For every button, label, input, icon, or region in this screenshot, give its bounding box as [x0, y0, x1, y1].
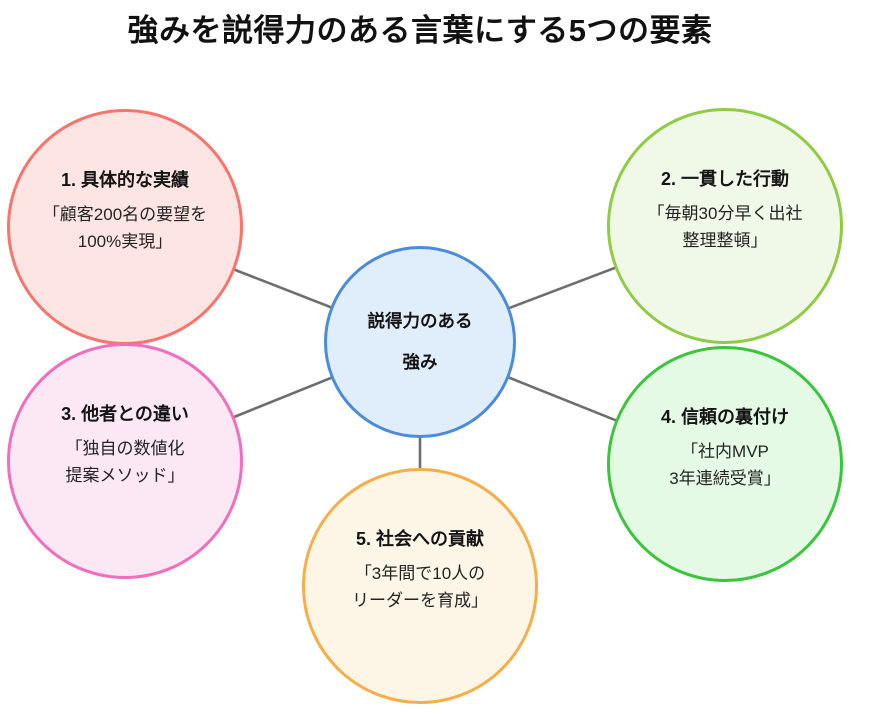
center-node-label-line2: 強み — [402, 352, 438, 372]
node-backing-of-trust-body: 「社内MVP 3年連続受賞」 — [661, 438, 789, 492]
node-backing-of-trust-circle: 4. 信頼の裏付け 「社内MVP 3年連続受賞」 — [607, 346, 843, 582]
center-node-circle: 説得力のある 強み — [324, 246, 516, 438]
node-backing-of-trust-body-line2: 3年連続受賞」 — [669, 468, 781, 488]
center-node-label-line1: 説得力のある — [367, 311, 473, 331]
node-difference-from-others-content: 3. 他者との違い 「独自の数値化 提案メソッド」 — [61, 402, 189, 489]
node-difference-from-others-body: 「独自の数値化 提案メソッド」 — [61, 435, 189, 489]
node-difference-from-others-circle: 3. 他者との違い 「独自の数値化 提案メソッド」 — [7, 343, 243, 579]
node-concrete-results-title: 1. 具体的な実績 — [60, 169, 189, 190]
node-social-contribution-body-line2: リーダーを育成」 — [352, 590, 488, 610]
diagram-title: 強みを説得力のある言葉にする5つの要素 — [127, 13, 713, 48]
node-difference-from-others-body-line2: 提案メソッド」 — [65, 465, 185, 485]
node-concrete-results-content: 1. 具体的な実績 「顧客200名の要望を 100%実現」 — [43, 168, 207, 255]
node-consistent-action-title: 2. 一貫した行動 — [660, 168, 789, 189]
node-consistent-action-body-line1: 「毎朝30分早く出社 — [647, 203, 803, 223]
node-consistent-action-body-line2: 整理整頓」 — [682, 230, 768, 250]
node-social-contribution-content: 5. 社会への貢献 「3年間で10人の リーダーを育成」 — [352, 527, 488, 614]
node-consistent-action-body: 「毎朝30分早く出社 整理整頓」 — [648, 200, 803, 254]
node-consistent-action-circle: 2. 一貫した行動 「毎朝30分早く出社 整理整頓」 — [607, 108, 843, 344]
node-difference-from-others-body-line1: 「独自の数値化 — [65, 438, 185, 458]
node-concrete-results-circle: 1. 具体的な実績 「顧客200名の要望を 100%実現」 — [7, 109, 243, 345]
node-consistent-action-content: 2. 一貫した行動 「毎朝30分早く出社 整理整頓」 — [648, 167, 803, 254]
node-social-contribution-body: 「3年間で10人の リーダーを育成」 — [352, 560, 488, 614]
node-social-contribution-title: 5. 社会への貢献 — [355, 528, 484, 549]
node-social-contribution-body-line1: 「3年間で10人の — [354, 563, 486, 583]
node-concrete-results-body-line2: 100%実現」 — [77, 231, 173, 251]
node-backing-of-trust-title: 4. 信頼の裏付け — [660, 406, 789, 427]
node-backing-of-trust-content: 4. 信頼の裏付け 「社内MVP 3年連続受賞」 — [661, 405, 789, 492]
node-backing-of-trust-body-line1: 「社内MVP — [681, 441, 769, 461]
node-social-contribution-circle: 5. 社会への貢献 「3年間で10人の リーダーを育成」 — [302, 468, 538, 704]
node-concrete-results-body-line1: 「顧客200名の要望を — [42, 204, 208, 224]
node-concrete-results-body: 「顧客200名の要望を 100%実現」 — [43, 201, 207, 255]
node-difference-from-others-title: 3. 他者との違い — [61, 403, 189, 424]
